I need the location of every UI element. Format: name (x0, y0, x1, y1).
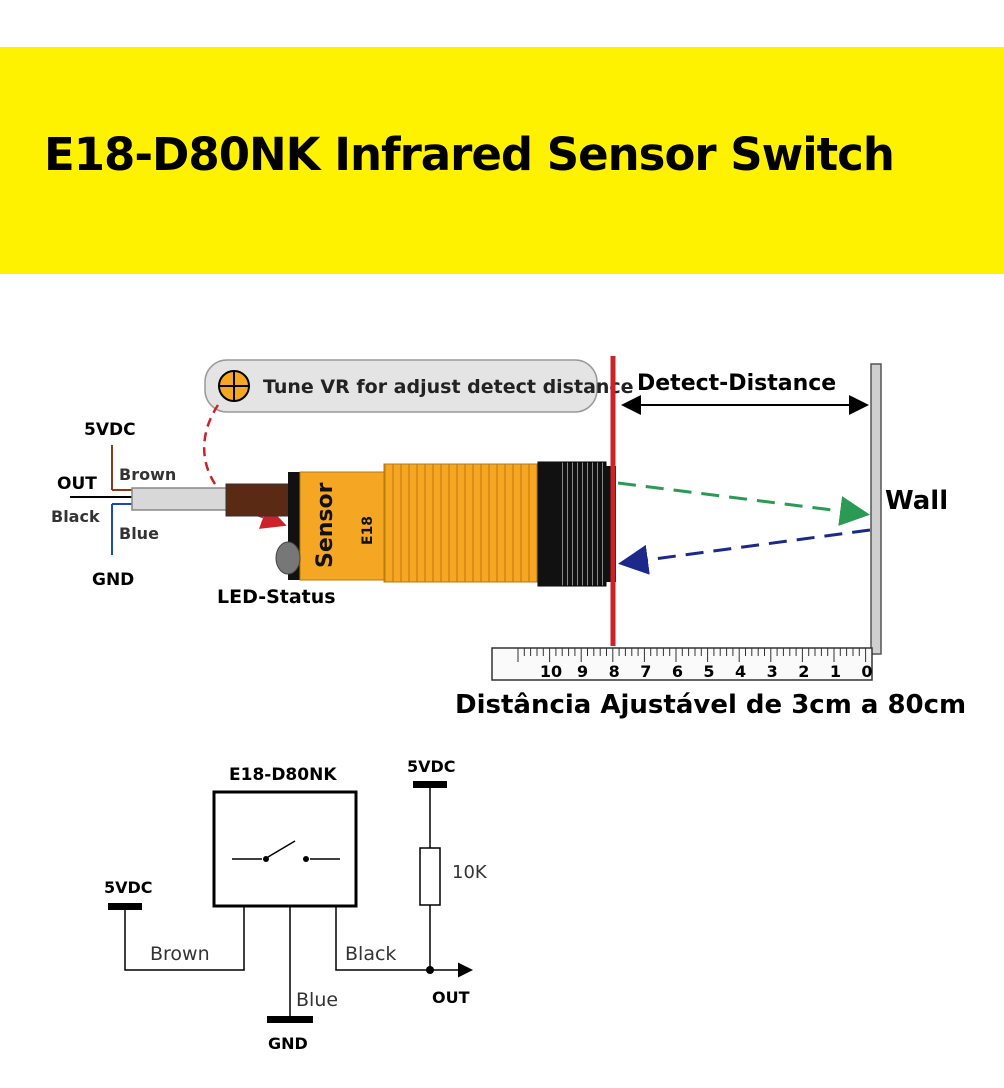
vcc-left-terminal (108, 903, 142, 910)
ruler-tick-label: 10 (540, 662, 562, 681)
wire-5vdc-label: 5VDC (84, 420, 136, 440)
wire-black-label: Black (51, 507, 100, 526)
schematic-module-label: E18-D80NK (229, 765, 337, 785)
schematic-module-box (212, 790, 358, 908)
ruler-tick-label: 9 (577, 662, 588, 681)
wire-gnd-label: GND (92, 570, 134, 590)
schematic-5vdc-right: 5VDC (407, 757, 456, 776)
schematic-gnd-label: GND (268, 1034, 308, 1053)
ruler-tick-label: 0 (861, 662, 872, 681)
sensor-body: Sensor E18 (275, 461, 616, 587)
schematic-brown-label: Brown (150, 943, 210, 965)
ruler-tick-label: 6 (672, 662, 683, 681)
led-status-indicator (275, 541, 301, 575)
resistor-label: 10K (452, 862, 488, 883)
ruler-tick-label: 1 (830, 662, 841, 681)
resistor-10k (419, 847, 441, 906)
brown-wire (124, 906, 245, 971)
wire-blue-label: Blue (119, 524, 159, 543)
schematic-blue-label: Blue (296, 989, 338, 1011)
schematic: E18-D80NK 5VDC Brown Blue GND Black OUT … (104, 757, 488, 1053)
wall (870, 363, 882, 655)
model-label: E18 (360, 516, 376, 545)
ruler-tick-label: 7 (640, 662, 651, 681)
range-caption: Distância Ajustável de 3cm a 80cm (455, 690, 966, 720)
reflected-beam-arrow (618, 528, 871, 575)
tune-note: Tune VR for adjust detect distance (204, 359, 634, 413)
ruler-tick-label: 4 (735, 662, 746, 681)
ruler-tick-label: 2 (798, 662, 809, 681)
emitted-beam-arrow (617, 481, 870, 526)
switch-blade (267, 840, 296, 858)
sensor-label: Sensor (313, 482, 338, 568)
wire-out-label: OUT (57, 474, 97, 494)
page-title: E18-D80NK Infrared Sensor Switch (44, 128, 895, 181)
black-wire (335, 906, 473, 978)
ruler-tick-label: 5 (703, 662, 714, 681)
detect-distance-label: Detect-Distance (637, 371, 836, 396)
schematic-5vdc-left: 5VDC (104, 878, 153, 897)
sensor-wires (70, 445, 293, 555)
wall-label: Wall (885, 486, 948, 516)
wire-brown-label: Brown (119, 465, 176, 484)
ruler-tick-label: 3 (767, 662, 778, 681)
ruler-tick-label: 8 (609, 662, 620, 681)
led-status-label: LED-Status (217, 586, 336, 608)
title-banner (0, 47, 1004, 274)
schematic-out-label: OUT (432, 988, 470, 1007)
schematic-black-label: Black (345, 943, 396, 965)
gnd-terminal (267, 1016, 313, 1023)
tune-note-text: Tune VR for adjust detect distance (263, 376, 634, 398)
vcc-right-terminal (413, 781, 447, 788)
